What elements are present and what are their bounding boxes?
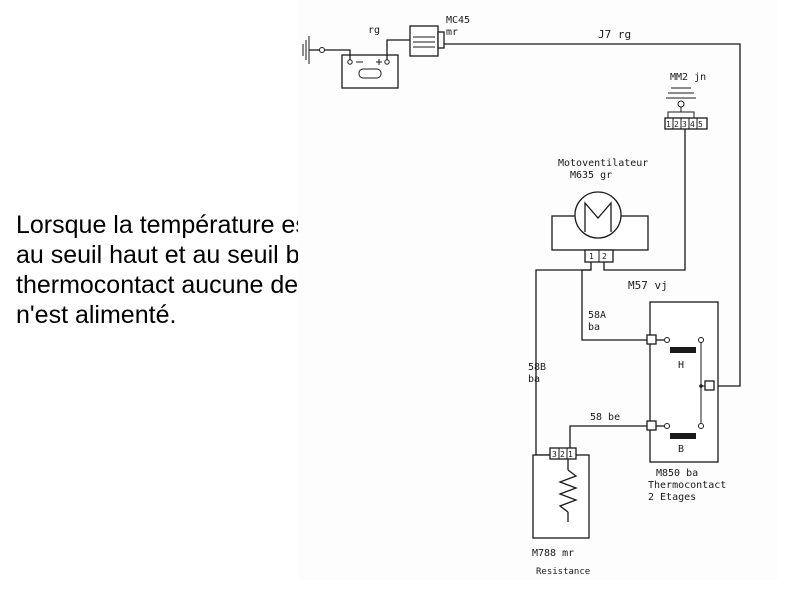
resistor-name: Resistance [536, 567, 590, 577]
thermocontact-icon [646, 301, 719, 463]
mm2-pin-2: 2 [674, 120, 679, 129]
thermocontact-name: Thermocontact [648, 480, 726, 491]
wiring-diagram-scan: rg MC45 mr J7 rg MM2 jn 1 2 3 4 5 M57 vj… [298, 0, 778, 580]
sensor-mm2 [664, 87, 708, 130]
wire-58be-label: 58 be [590, 412, 620, 423]
ground-icon [302, 36, 325, 64]
resistor-ref: M788 mr [532, 548, 574, 559]
resistor-icon [532, 447, 590, 539]
connector-mm2-label: MM2 jn [670, 72, 706, 83]
fan-pin-1: 1 [589, 252, 594, 261]
resistor-pin-1: 1 [568, 450, 573, 459]
wiring-diagram: rg MC45 mr J7 rg MM2 jn 1 2 3 4 5 M57 vj… [302, 15, 741, 577]
mm2-pin-4: 4 [690, 120, 695, 129]
resistor-pin-2: 2 [560, 450, 565, 459]
mm2-pin-1: 1 [666, 120, 671, 129]
resistor-pin-3: 3 [552, 450, 557, 459]
wire-58b-color: ba [528, 374, 540, 385]
thermocontact-stages: 2 Etages [648, 492, 696, 503]
battery-wire-color: rg [368, 25, 380, 36]
battery-icon [341, 54, 399, 89]
fan-ref: M635 gr [570, 170, 612, 181]
wire-58a-color: ba [588, 322, 600, 333]
connector-mc45 [409, 25, 445, 57]
stage-high-label: H [678, 360, 684, 371]
fan-motor-icon [551, 191, 649, 263]
thermocontact-ref: M850 ba [656, 468, 698, 479]
wire-m57-label: M57 vj [628, 279, 668, 292]
wire-58b-label: 58B [528, 362, 546, 373]
connector-mc45-label: MC45 [446, 15, 470, 26]
fan-pin-2: 2 [602, 252, 607, 261]
stage-low-label: B [678, 444, 684, 455]
connector-mc45-color: mr [446, 27, 458, 38]
wire-58a-label: 58A [588, 310, 606, 321]
wire-j7-label: J7 rg [598, 28, 631, 41]
fan-title: Motoventilateur [558, 158, 648, 169]
mm2-pin-3: 3 [682, 120, 687, 129]
mm2-pin-5: 5 [698, 120, 703, 129]
